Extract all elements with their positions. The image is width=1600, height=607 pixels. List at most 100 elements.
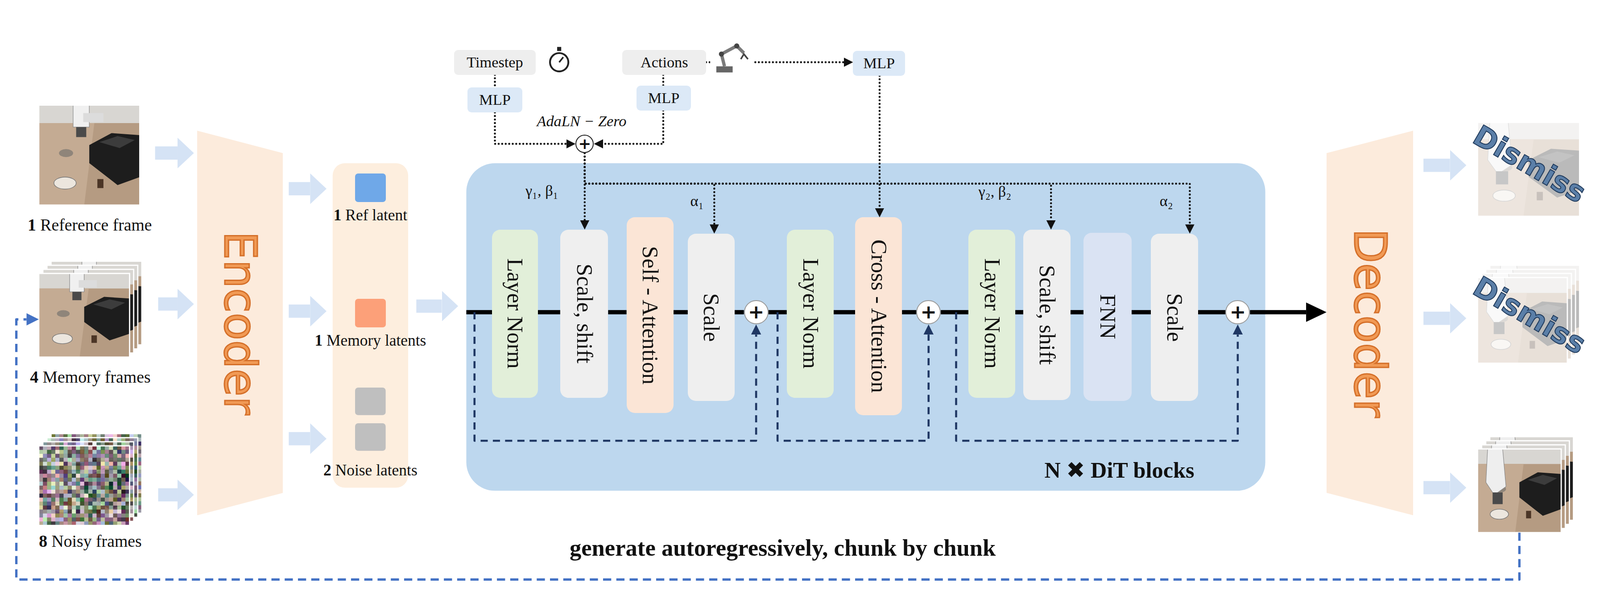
noise-cell	[117, 517, 122, 522]
noise-cell	[63, 461, 68, 466]
noise-cell	[112, 501, 118, 506]
noise-cell	[51, 517, 56, 522]
noise-cell	[83, 493, 89, 498]
noise-cell	[46, 457, 52, 462]
noise-cell	[112, 465, 118, 470]
noise-cell	[84, 457, 89, 462]
noise-cell	[67, 509, 73, 514]
noise-cell	[117, 509, 122, 514]
noise-cell	[83, 497, 89, 502]
noise-cell	[71, 457, 77, 462]
noise-cell	[42, 453, 48, 458]
noise-cell	[50, 481, 56, 486]
noise-cell	[38, 446, 44, 451]
noise-cell	[46, 485, 52, 490]
noise-cell	[42, 485, 48, 490]
noise-cell	[59, 457, 64, 462]
noise-cell	[108, 473, 114, 478]
noise-cell	[79, 481, 85, 486]
noise-cell	[100, 501, 106, 506]
noise-cell	[63, 473, 68, 478]
noise-cell	[79, 461, 85, 466]
noise-cell	[50, 461, 56, 466]
noise-cell	[84, 453, 89, 458]
dish	[1491, 339, 1511, 350]
noise-cell	[84, 493, 89, 498]
noise-cell	[75, 457, 81, 462]
noise-cell	[59, 497, 64, 502]
noise-cell	[63, 501, 68, 506]
noise-cell	[50, 477, 56, 482]
noise-cell	[96, 497, 101, 502]
noise-cell	[88, 513, 93, 518]
noise-cell	[55, 493, 60, 498]
noise-cell	[112, 449, 118, 454]
table-surface	[38, 105, 140, 206]
noise-cell	[71, 465, 77, 470]
noise-cell	[63, 505, 68, 510]
table-light	[38, 460, 89, 526]
connector	[940, 310, 969, 315]
noise-cell	[108, 489, 114, 494]
noise-cell	[75, 449, 81, 454]
noise-cell	[55, 469, 60, 474]
noise-cell	[63, 450, 68, 455]
noise-cell	[108, 461, 114, 466]
noise-cell	[104, 461, 110, 466]
noise-cell	[121, 457, 126, 462]
noise-cell	[75, 469, 81, 474]
noise-cell	[50, 505, 56, 510]
noise-cell	[51, 469, 56, 474]
noise-cell	[104, 473, 110, 478]
noise-cell	[51, 461, 56, 466]
noise-cell	[104, 493, 110, 498]
noise-cell	[100, 493, 106, 498]
noise-cell	[92, 461, 97, 466]
noise-cell	[79, 457, 85, 462]
noise-cell	[75, 457, 81, 462]
noise-cell	[104, 505, 110, 510]
noise-cell	[50, 493, 56, 498]
noise-cell	[79, 465, 85, 470]
noise-cell	[84, 501, 89, 506]
noise-cell	[59, 497, 64, 502]
noise-cell	[46, 513, 52, 518]
noise-cell	[71, 450, 77, 455]
noise-cell	[79, 489, 85, 494]
noise-cell	[71, 517, 77, 522]
noise-cell	[112, 469, 118, 474]
noise-cell	[92, 461, 97, 466]
noise-cell	[117, 465, 122, 470]
noise-cell	[79, 505, 85, 510]
noise-cell	[59, 477, 64, 482]
noise-cell	[117, 446, 122, 451]
noise-cell	[84, 446, 89, 451]
noise-cell	[38, 489, 44, 494]
noise-cell	[117, 517, 122, 522]
noise-cell	[71, 497, 77, 502]
noise-cell	[46, 465, 52, 470]
noise-cell	[117, 493, 122, 498]
noise-cell	[108, 477, 114, 482]
noise-cell	[100, 469, 106, 474]
noise-cell	[63, 461, 68, 466]
dish	[52, 333, 73, 344]
noise-cell	[100, 497, 105, 502]
noise-cell	[75, 497, 81, 502]
connector	[833, 310, 856, 315]
noise-cell	[59, 461, 64, 466]
noise-cell	[71, 517, 77, 522]
device-top	[93, 299, 125, 310]
noise-cell	[55, 469, 60, 474]
dark-device	[84, 297, 130, 341]
noise-cell	[108, 481, 114, 486]
connector	[673, 310, 688, 315]
noise-cell	[59, 457, 64, 462]
noise-cell	[104, 469, 110, 474]
noise-cell	[42, 449, 48, 454]
noise-cell	[71, 454, 77, 459]
noise-cell	[71, 505, 77, 510]
noise-cell	[75, 477, 81, 482]
noise-cell	[88, 465, 93, 470]
noise-cell	[79, 505, 85, 510]
